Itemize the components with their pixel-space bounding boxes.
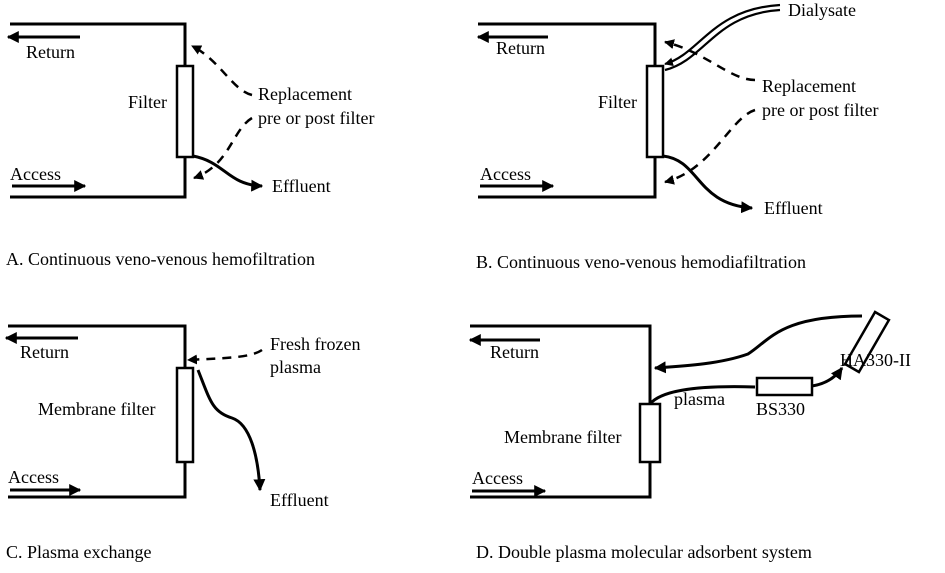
panel-b-access-label: Access [480,164,531,184]
panel-a-replacement-label-2: pre or post filter [258,108,374,128]
panel-d-bs330-label: BS330 [756,399,805,419]
panel-c-return-label: Return [20,342,69,362]
panel-d-return-label: Return [490,342,539,362]
panel-b-return-label: Return [496,38,545,58]
panel-a-replacement-post-line [193,116,253,180]
panel-c: Return Access Membrane filter Fresh froz… [4,324,360,562]
panel-b-caption: B. Continuous veno-venous hemodiafiltrat… [476,252,806,272]
panel-b-effluent-line [662,154,754,214]
panel-a-effluent-label: Effluent [272,176,331,196]
panel-c-effluent-label: Effluent [270,490,329,510]
panel-c-ffp-label-2: plasma [270,357,321,377]
panel-a-return-label: Return [26,42,75,62]
panel-c-caption: C. Plasma exchange [6,542,151,562]
panel-b-replacement-pre-line [664,39,756,82]
panel-b-filter-label: Filter [598,92,637,112]
panel-c-filter-label: Membrane filter [38,399,155,419]
panel-a-replacement-label-1: Replacement [258,84,352,104]
panel-b-dialysate-line-outer [664,8,781,72]
panel-b-dialysate-label: Dialysate [788,0,856,20]
panel-c-ffp-label-1: Fresh frozen [270,334,360,354]
panel-c-effluent-line [196,369,266,492]
panel-d-bs330-box [755,376,814,397]
panel-c-access-label: Access [8,467,59,487]
panel-d-filter-label: Membrane filter [504,427,621,447]
panel-c-ffp-line [187,348,263,365]
panel-b: Return Access Filter Dialysate Replaceme… [476,0,878,272]
panel-d-plasma-line [648,385,756,406]
panel-b-filter [645,64,665,159]
panel-d-plasma-label: plasma [674,389,725,409]
panel-b-effluent-label: Effluent [764,198,823,218]
panel-d-membrane-filter [638,402,662,464]
panel-d-caption: D. Double plasma molecular adsorbent sys… [476,542,812,562]
panel-c-filter [175,366,195,464]
panel-d-return-line [653,314,863,374]
panel-b-dialysate-line-inner [664,3,781,67]
panel-a-filter [175,64,195,159]
panel-a-caption: A. Continuous veno-venous hemofiltration [6,249,315,269]
panel-d-bs330-to-ha330-line [811,367,844,388]
panel-d-ha330-label: HA330-II [840,350,911,370]
panel-a-access-label: Access [10,164,61,184]
panel-b-replacement-label-1: Replacement [762,76,856,96]
panel-d: Return Access Membrane filter plasma BS3… [468,310,911,562]
panel-a-filter-label: Filter [128,92,167,112]
panel-d-ha330-box [843,310,891,374]
panel-a: Return Access Filter Replacement pre or … [6,22,374,269]
panel-a-effluent-line [192,154,264,192]
panel-b-replacement-label-2: pre or post filter [762,100,878,120]
panel-a-replacement-pre-line [191,44,253,97]
panel-b-replacement-post-line [664,108,756,185]
panel-d-access-label: Access [472,468,523,488]
